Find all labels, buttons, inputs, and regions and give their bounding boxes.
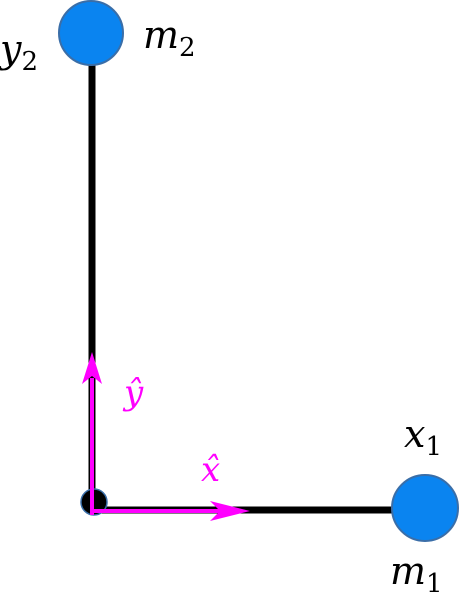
- label-y2: y2: [0, 27, 38, 77]
- label-y-hat: ŷ: [122, 373, 144, 413]
- label-m2: m2: [143, 13, 196, 63]
- label-m1: m1: [390, 549, 443, 594]
- unit-vector-y-arrow: [82, 352, 102, 515]
- unit-vector-x-arrow: [90, 501, 250, 521]
- label-x-hat: x̂: [201, 450, 220, 490]
- mass-m1: [391, 474, 459, 542]
- label-x1: x1: [404, 412, 442, 462]
- mass-m2: [58, 0, 124, 66]
